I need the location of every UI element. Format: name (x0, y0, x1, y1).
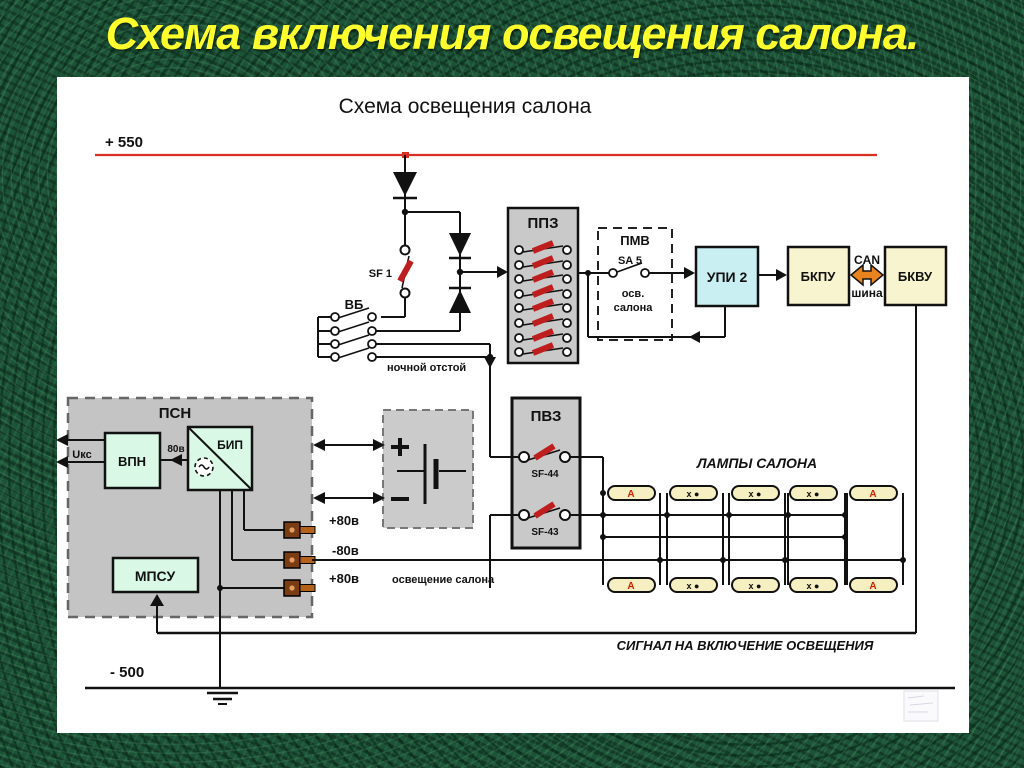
sa5-caption-1: осв. (622, 288, 645, 300)
sa5-caption-2: салона (614, 302, 654, 314)
plus80-label: +80в (329, 513, 359, 528)
block-pvz-label: ПВЗ (531, 408, 562, 425)
night-mode-label: ночной отстой (387, 362, 466, 374)
lamp-label: х ● (687, 489, 700, 499)
plus80-lighting-label: +80в (329, 571, 359, 586)
block-bkpu-label: БКПУ (801, 269, 837, 284)
ppz-fuses (514, 240, 572, 357)
diode-chain (393, 155, 508, 331)
lamps-title: ЛАМПЫ САЛОНА (696, 455, 817, 471)
cabin-lighting-label: освещение салона (392, 574, 495, 586)
arrow-uks-out-1 (56, 434, 68, 446)
arrow-down (484, 357, 496, 368)
arrow-into-bkpu (776, 269, 787, 281)
slide-title: Схема включения освещения салона. (105, 8, 920, 59)
switch-sa5-label: SA 5 (618, 255, 642, 267)
lamp-label: х ● (749, 489, 762, 499)
fuse-sf1: SF 1 (369, 244, 414, 318)
uks-label: Uкс (72, 449, 91, 461)
block-vb: ВБ ночной отстой (317, 297, 496, 457)
battery-block (313, 409, 474, 529)
arrow-into-upi2 (684, 267, 695, 279)
block-ppz-label: ППЗ (528, 215, 559, 232)
cabin-lamps: ЛАМПЫ САЛОНА А х ● (312, 455, 906, 593)
lamp-row-top: А х ● х ● х ● А (607, 485, 898, 501)
lamp-label: А (627, 489, 634, 500)
v80-label: 80в (167, 444, 184, 455)
block-pmv: ПМВ SA 5 осв. салона (578, 227, 695, 341)
ground-icon (207, 691, 238, 705)
connector-plus80-lighting (283, 579, 316, 597)
negative-bus-500: - 500 (85, 664, 955, 705)
block-ppz: ППЗ (506, 206, 580, 365)
block-psn-label: ПСН (159, 405, 191, 422)
block-pmv-label: ПМВ (620, 233, 650, 248)
lamp-label: А (869, 581, 876, 592)
psn-connectors: +80в -80в +80в освещение салона (283, 513, 495, 597)
fuse-sf44-label: SF-44 (531, 469, 559, 480)
fuse-sf43-label: SF-43 (531, 527, 559, 538)
diode-icon (449, 233, 471, 256)
block-upi2: УПИ 2 (587, 245, 760, 343)
block-vpn (103, 431, 162, 490)
arrow-into-mpsu (150, 594, 164, 606)
lamp-label: А (869, 489, 876, 500)
fuse-element-icon (397, 259, 414, 283)
negative-bus-label: - 500 (110, 664, 144, 681)
signal-label: СИГНАЛ НА ВКЛЮЧЕНИЕ ОСВЕЩЕНИЯ (617, 638, 874, 653)
arrow-uks-out-2 (56, 456, 68, 468)
block-upi2-label: УПИ 2 (707, 269, 748, 285)
block-mpsu-label: МПСУ (135, 568, 176, 584)
watermark-stamp (903, 690, 939, 722)
can-bus-label: шина (851, 286, 883, 300)
arrow-into-ppz (497, 266, 508, 278)
block-psn: ПСН Uкс ВПН 80в БИП МПСУ (56, 396, 314, 688)
can-label: CAN (854, 253, 880, 267)
positive-bus-label: + 550 (105, 134, 143, 151)
lamp-label: х ● (807, 489, 820, 499)
block-bip: БИП (186, 425, 254, 492)
block-bkvu-label: БКВУ (898, 269, 933, 284)
lamp-label: х ● (807, 581, 820, 591)
connector-plus80 (283, 521, 316, 539)
lamp-label: А (627, 581, 634, 592)
block-vb-label: ВБ (345, 297, 364, 312)
switch-sa5-blade (616, 262, 643, 273)
diagram-title: Схема освещения салона (339, 95, 592, 118)
lighting-signal-line: СИГНАЛ НА ВКЛЮЧЕНИЕ ОСВЕЩЕНИЯ (157, 631, 916, 653)
block-bip-label: БИП (217, 438, 243, 452)
battery-cell-icon (397, 444, 466, 504)
lamp-label: х ● (749, 581, 762, 591)
arrow-left (689, 331, 700, 343)
arrow-80v (170, 454, 182, 466)
block-bkvu: БКВУ (883, 245, 948, 633)
diode-icon (393, 172, 417, 196)
lamp-row-bottom: А х ● х ● х ● А (607, 577, 898, 593)
can-bus-link: CAN шина (849, 253, 885, 300)
block-mpsu (111, 556, 200, 594)
can-double-arrow-icon (849, 263, 885, 287)
block-bkpu: БКПУ (786, 245, 851, 307)
minus80-label: -80в (332, 543, 359, 558)
diode-icon (449, 290, 471, 313)
block-pvz: ПВЗ SF-44 SF-43 (489, 396, 603, 588)
lamp-label: х ● (687, 581, 700, 591)
block-vpn-label: ВПН (118, 454, 146, 469)
fuse-sf1-label: SF 1 (369, 268, 392, 280)
